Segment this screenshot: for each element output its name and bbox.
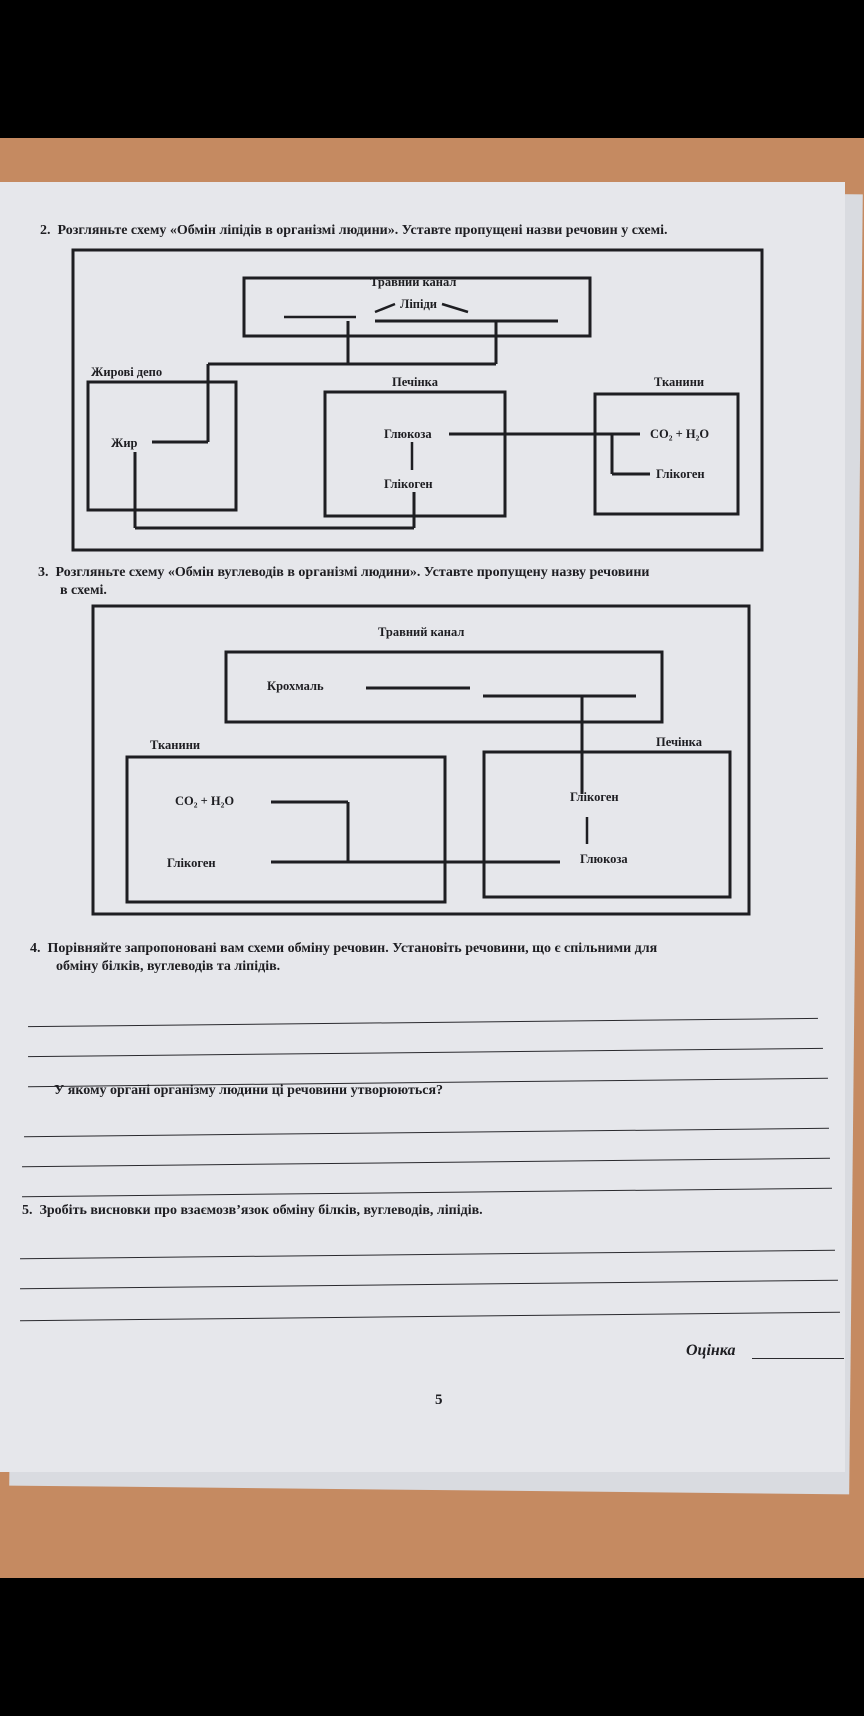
task4-answer-line-5[interactable] xyxy=(22,1157,830,1168)
task3-text-line1: Розгляньте схему «Обмін вуглеводів в орг… xyxy=(55,565,650,580)
diagram2-tissues-box xyxy=(125,755,447,904)
task4-answer-line-1[interactable] xyxy=(28,1017,818,1028)
d2-liver-label: Печінка xyxy=(656,735,702,749)
score-label: Оцінка xyxy=(686,1342,736,1359)
d2-glycogen-tissue-label: Глікоген xyxy=(167,856,216,870)
d1-co2-h2o-label: CO₂ + H₂O xyxy=(650,427,710,441)
d1-liver-label: Печінка xyxy=(392,375,438,389)
carbohydrate-metabolism-diagram xyxy=(91,604,751,916)
task4-text-line1: Порівняйте запропоновані вам схеми обмін… xyxy=(47,941,658,956)
task2-text: Розгляньте схему «Обмін ліпідів в органі… xyxy=(57,223,668,238)
d1-fat-depot-label: Жирові депо xyxy=(91,365,163,379)
task3-number: 3. xyxy=(38,565,49,580)
task5-number: 5. xyxy=(22,1203,33,1218)
d2-glucose-label: Глюкоза xyxy=(580,852,628,866)
task4-number: 4. xyxy=(30,941,41,956)
task5-answer-line-2[interactable] xyxy=(20,1279,838,1290)
diagram1-outer-frame xyxy=(71,248,764,552)
diagram1-fat-depot-box xyxy=(86,380,238,512)
task4-answer-line-2[interactable] xyxy=(28,1047,823,1058)
task5-answer-line-3[interactable] xyxy=(20,1311,840,1322)
diagram2-outer-frame xyxy=(91,604,751,916)
d1-glycogen-tissue-label: Глікоген xyxy=(656,467,705,481)
d1-fat-label: Жир xyxy=(111,436,138,450)
d2-digestive-tract-label: Травний канал xyxy=(378,625,465,639)
task3-heading-line1: 3. Розгляньте схему «Обмін вуглеводів в … xyxy=(38,564,649,581)
task5-heading: 5. Зробіть висновки про взаємозв’язок об… xyxy=(22,1202,483,1219)
task2-number: 2. xyxy=(40,223,51,238)
d1-digestive-tract-label: Травний канал xyxy=(370,275,457,289)
page-number: 5 xyxy=(435,1392,443,1408)
d1-tissues-label: Тканини xyxy=(654,375,705,389)
task3-text-line2: в схемі. xyxy=(60,583,107,598)
task5-text: Зробіть висновки про взаємозв’язок обмін… xyxy=(39,1203,483,1218)
diagram1-tissues-box xyxy=(593,392,740,516)
task2-heading: 2. Розгляньте схему «Обмін ліпідів в орг… xyxy=(40,222,668,239)
task4-sub-question: У якому органі організму людини ці речов… xyxy=(54,1083,444,1098)
lipid-metabolism-diagram xyxy=(71,248,764,552)
d1-glycogen-liver-label: Глікоген xyxy=(384,477,433,491)
diagram2-liver-box xyxy=(482,750,732,899)
d1-glucose-label: Глюкоза xyxy=(384,427,432,441)
d2-glycogen-liver-label: Глікоген xyxy=(570,790,619,804)
d2-tissues-label: Тканини xyxy=(150,738,201,752)
task4-answer-line-6[interactable] xyxy=(22,1187,832,1198)
diagram1-digestive-box xyxy=(242,276,592,338)
worksheet-page: 2. Розгляньте схему «Обмін ліпідів в орг… xyxy=(0,182,845,1472)
task4-text-line2: обміну білків, вуглеводів та ліпідів. xyxy=(56,959,281,974)
task4-heading-line1: 4. Порівняйте запропоновані вам схеми об… xyxy=(30,940,657,957)
d2-starch-label: Крохмаль xyxy=(267,679,324,693)
diagram2-digestive-box xyxy=(224,650,664,724)
d2-co2-h2o-label: CO₂ + H₂O xyxy=(175,794,235,808)
d1-lipids-label: Ліпіди xyxy=(400,297,437,311)
score-answer-line[interactable] xyxy=(752,1358,844,1359)
task4-answer-line-4[interactable] xyxy=(24,1127,829,1138)
task5-answer-line-1[interactable] xyxy=(20,1249,835,1260)
